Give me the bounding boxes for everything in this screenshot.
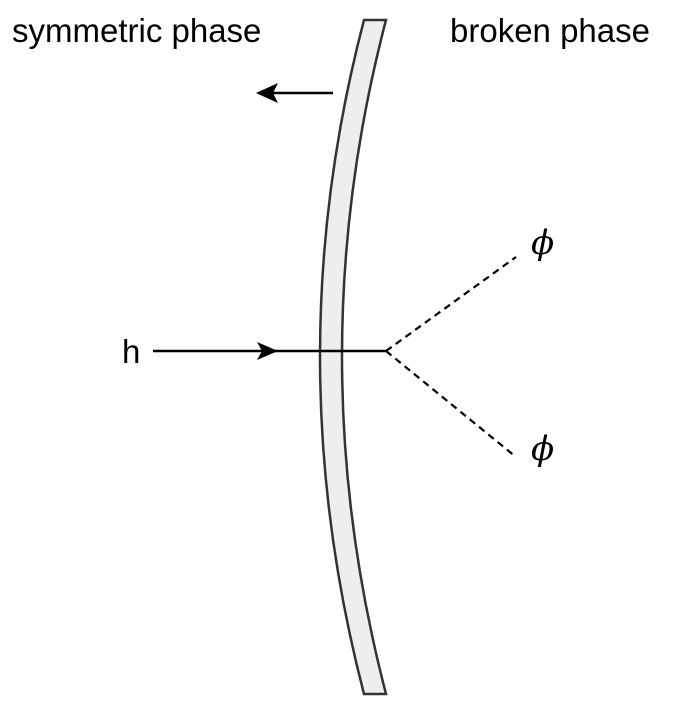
bubble-wall xyxy=(318,18,388,696)
outgoing-phi-line-bottom xyxy=(385,350,517,458)
outgoing-phi-line-top xyxy=(385,256,517,352)
phi-label-bottom: ϕ xyxy=(531,429,555,469)
broken-phase-label: broken phase xyxy=(450,12,650,49)
incoming-arrowhead xyxy=(257,342,278,360)
wall-motion-arrow xyxy=(256,83,333,103)
phi-label-top: ϕ xyxy=(531,223,555,263)
symmetric-phase-label: symmetric phase xyxy=(12,12,262,49)
incoming-h-line xyxy=(153,342,386,360)
higgs-label: h xyxy=(122,333,141,370)
